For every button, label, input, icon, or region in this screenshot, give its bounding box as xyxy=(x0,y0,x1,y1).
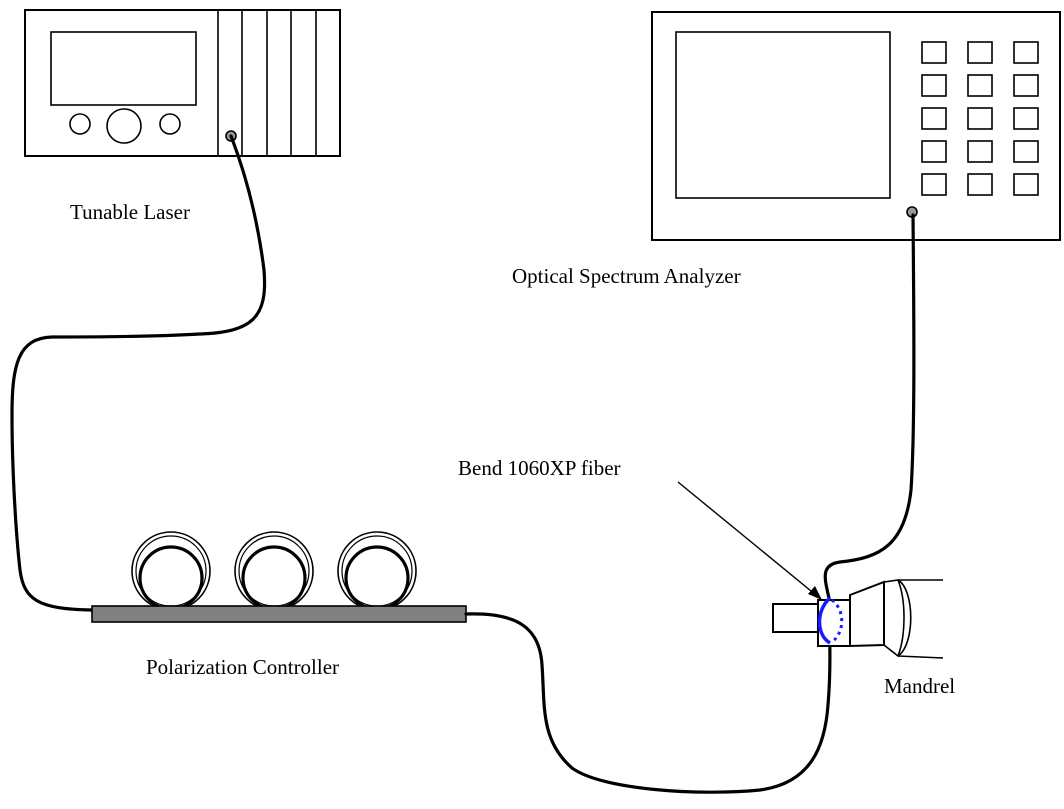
osa-key xyxy=(1013,173,1039,196)
osa-key xyxy=(1013,74,1039,97)
pc-paddle xyxy=(234,531,314,611)
osa-key xyxy=(1013,107,1039,130)
osa-key xyxy=(967,41,993,64)
pc-paddle xyxy=(131,531,211,611)
pc-base-bar xyxy=(91,605,467,623)
tunable-laser-icon xyxy=(24,9,341,157)
polarization-controller-label: Polarization Controller xyxy=(146,655,339,679)
pc-paddles xyxy=(131,531,417,611)
spectrum-analyzer-icon xyxy=(651,11,1061,241)
bend-fiber-pointer-line xyxy=(677,481,823,601)
osa-key xyxy=(921,107,947,130)
osa-key xyxy=(967,74,993,97)
osa-key xyxy=(967,173,993,196)
osa-key xyxy=(967,140,993,163)
mandrel-label: Mandrel xyxy=(884,674,955,698)
fiber-laser-to-pc xyxy=(10,134,267,612)
tunable-laser-label: Tunable Laser xyxy=(70,200,190,224)
osa-key xyxy=(1013,41,1039,64)
pc-paddle xyxy=(337,531,417,611)
osa-key xyxy=(921,140,947,163)
osa-key xyxy=(967,107,993,130)
osa-key xyxy=(921,173,947,196)
bend-coil-back xyxy=(830,598,844,644)
osa-key xyxy=(921,41,947,64)
polarization-controller-icon xyxy=(91,531,467,623)
bend-fiber-arrowhead xyxy=(808,586,822,600)
osa-keypad xyxy=(921,41,1039,196)
osa-key xyxy=(1013,140,1039,163)
osa-label: Optical Spectrum Analyzer xyxy=(512,264,741,288)
bend-coil-front xyxy=(817,596,832,645)
fiber-mandrel-to-osa xyxy=(823,213,916,605)
bend-fiber-label: Bend 1060XP fiber xyxy=(458,456,621,480)
fiber-pc-to-mandrel xyxy=(464,612,832,794)
mandrel-icon xyxy=(772,579,944,659)
osa-key xyxy=(921,74,947,97)
